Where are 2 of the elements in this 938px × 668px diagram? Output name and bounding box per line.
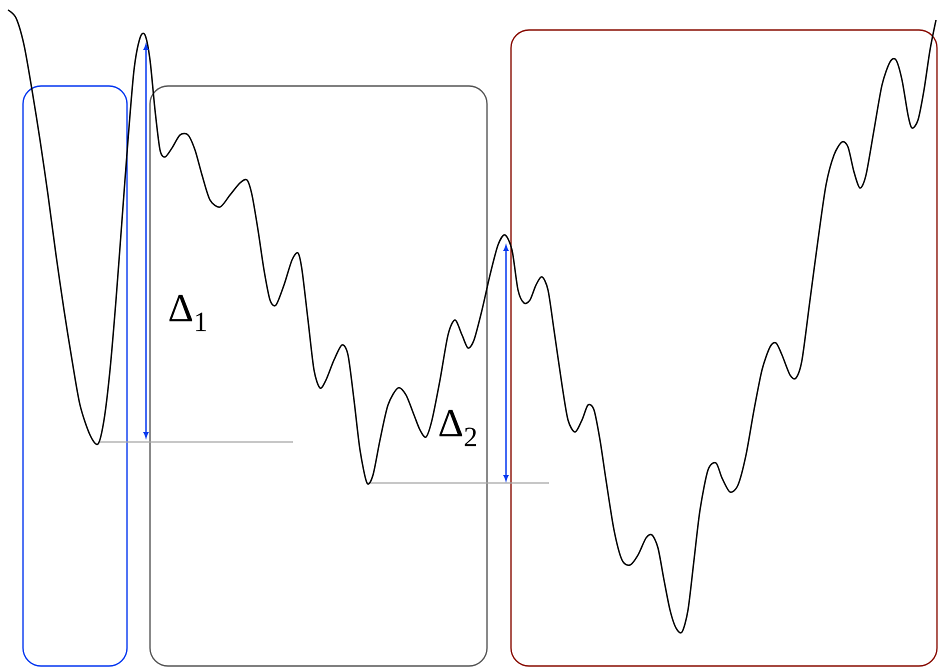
delta-label: Δ$_{2}$ xyxy=(439,410,476,446)
delta-label: Δ$_{1}$ xyxy=(169,294,206,332)
